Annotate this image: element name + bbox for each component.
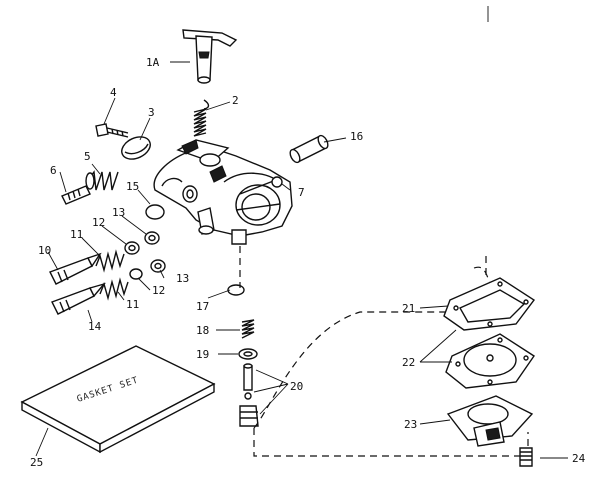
part-12-washer-upper [124, 241, 140, 255]
part-25-gasket-set: GASKET SET [20, 345, 216, 454]
callout-labels: 1A 2 3 4 5 6 7 10 11 11 12 12 13 13 14 1… [30, 56, 586, 469]
callout-12-lower: 12 [152, 284, 165, 297]
callout-25: 25 [30, 456, 43, 469]
part-4-screw [95, 123, 129, 138]
callout-6: 6 [50, 164, 57, 177]
callout-13-upper: 13 [112, 206, 125, 219]
part-22-diaphragm [445, 333, 535, 389]
part-15-welch-plug [145, 204, 165, 220]
part-19-washer [238, 348, 258, 360]
part-13-washer-upper [144, 231, 160, 245]
part-1a-throttle-shaft [182, 29, 238, 84]
part-12-washer-lower [129, 268, 143, 280]
callout-19: 19 [196, 348, 209, 361]
part-14-needle [51, 282, 106, 315]
part-10-needle [49, 252, 102, 285]
part-13-washer-lower [150, 259, 166, 273]
callout-11-upper: 11 [70, 228, 83, 241]
callout-18: 18 [196, 324, 209, 337]
callout-3: 3 [148, 106, 155, 119]
part-2-spring [193, 99, 210, 137]
part-17-disc [227, 284, 245, 296]
callout-4: 4 [110, 86, 117, 99]
part-6-idle-screw [61, 185, 91, 205]
part-24-fitting [519, 447, 533, 467]
callout-15: 15 [126, 180, 139, 193]
leader-lines [35, 61, 568, 459]
callout-12-upper: 12 [92, 216, 105, 229]
carburetor-body [153, 139, 293, 245]
part-23-pump-cover [446, 395, 534, 447]
callout-1a: 1A [146, 56, 160, 69]
callout-14: 14 [88, 320, 102, 333]
part-21-gasket [443, 277, 536, 331]
part-5-spring [85, 170, 119, 191]
callout-24: 24 [572, 452, 586, 465]
callout-10: 10 [38, 244, 51, 257]
callout-20: 20 [290, 380, 303, 393]
callout-11-lower: 11 [126, 298, 139, 311]
callout-21: 21 [402, 302, 415, 315]
part-11-spring-lower [99, 277, 129, 301]
part-7-plug [271, 176, 283, 188]
part-18-spring [241, 319, 255, 339]
callout-17: 17 [196, 300, 209, 313]
callout-2: 2 [232, 94, 239, 107]
callout-16: 16 [350, 130, 363, 143]
callout-23: 23 [404, 418, 417, 431]
callout-7: 7 [298, 186, 305, 199]
callout-5: 5 [84, 150, 91, 163]
part-11-spring-upper [95, 249, 125, 273]
part-3-washer [121, 136, 151, 160]
part-16-tube [289, 134, 329, 164]
callout-22: 22 [402, 356, 415, 369]
callout-13-lower: 13 [176, 272, 189, 285]
part-20-jet-assembly [239, 363, 259, 427]
